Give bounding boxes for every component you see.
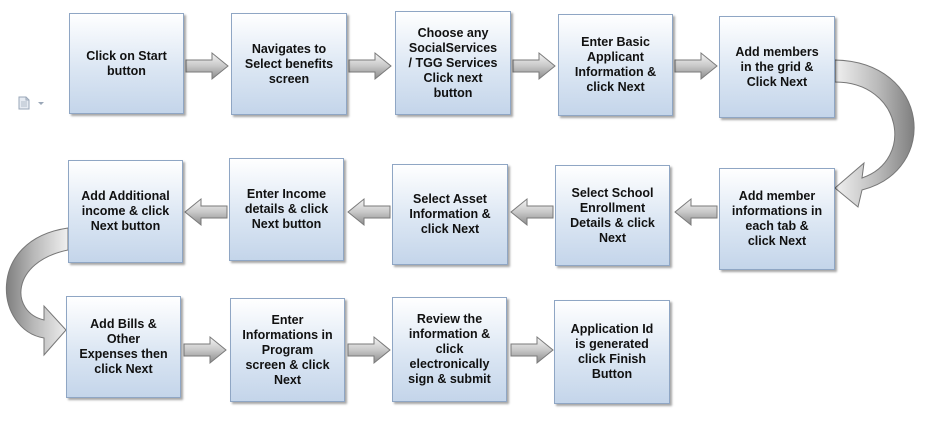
- arrow-right-5: [183, 336, 227, 364]
- arrow-right-2: [348, 52, 392, 80]
- step-2-box: Navigates to Select benefits screen: [231, 13, 347, 115]
- step-7-label: Select School Enrollment Details & click…: [570, 185, 655, 245]
- step-2-label: Navigates to Select benefits screen: [244, 41, 334, 86]
- step-12-label: Enter Informations in Program screen & c…: [242, 312, 333, 387]
- arrow-right-4: [674, 52, 718, 80]
- step-3-label: Choose any SocialServices / TGG Services…: [408, 25, 498, 100]
- step-10-box: Add Additional income & click Next butto…: [68, 160, 183, 263]
- step-13-label: Review the information & click electroni…: [408, 312, 491, 386]
- step-5-label: Add members in the grid & Click Next: [735, 44, 819, 89]
- step-7-box: Select School Enrollment Details & click…: [555, 165, 670, 266]
- arrow-right-6: [347, 336, 391, 364]
- step-4-label: Enter Basic Applicant Information & clic…: [574, 35, 657, 94]
- step-1-box: Click on Start button: [69, 13, 184, 114]
- arrow-right-7: [510, 336, 554, 364]
- step-14-box: Application Id is generated click Finish…: [554, 300, 670, 404]
- arrow-left-1: [674, 198, 718, 226]
- step-6-label: Add member informations in each tab & cl…: [731, 189, 823, 248]
- step-1-label: Click on Start button: [86, 48, 167, 78]
- step-10-label: Add Additional income & click Next butto…: [81, 189, 170, 233]
- curved-arrow-left: [5, 227, 69, 357]
- step-12-box: Enter Informations in Program screen & c…: [230, 298, 345, 402]
- document-icon[interactable]: [18, 96, 48, 115]
- step-13-box: Review the information & click electroni…: [392, 297, 507, 402]
- arrow-right-3: [512, 52, 556, 80]
- step-8-box: Select Asset Information & click Next: [392, 164, 508, 265]
- step-3-box: Choose any SocialServices / TGG Services…: [395, 11, 511, 115]
- step-14-label: Application Id is generated click Finish…: [570, 322, 654, 381]
- step-5-box: Add members in the grid & Click Next: [719, 16, 835, 118]
- arrow-left-4: [184, 198, 228, 226]
- arrow-right-1: [185, 52, 229, 80]
- step-6-box: Add member informations in each tab & cl…: [719, 168, 835, 270]
- curved-arrow-right: [834, 59, 915, 208]
- step-4-box: Enter Basic Applicant Information & clic…: [558, 14, 673, 116]
- step-11-box: Add Bills & Other Expenses then click Ne…: [66, 296, 181, 398]
- step-11-label: Add Bills & Other Expenses then click Ne…: [79, 317, 168, 376]
- arrow-left-2: [510, 198, 554, 226]
- arrow-left-3: [347, 198, 391, 226]
- step-9-label: Enter Income details & click Next button: [244, 187, 329, 231]
- step-8-label: Select Asset Information & click Next: [409, 192, 491, 236]
- step-9-box: Enter Income details & click Next button: [229, 158, 344, 261]
